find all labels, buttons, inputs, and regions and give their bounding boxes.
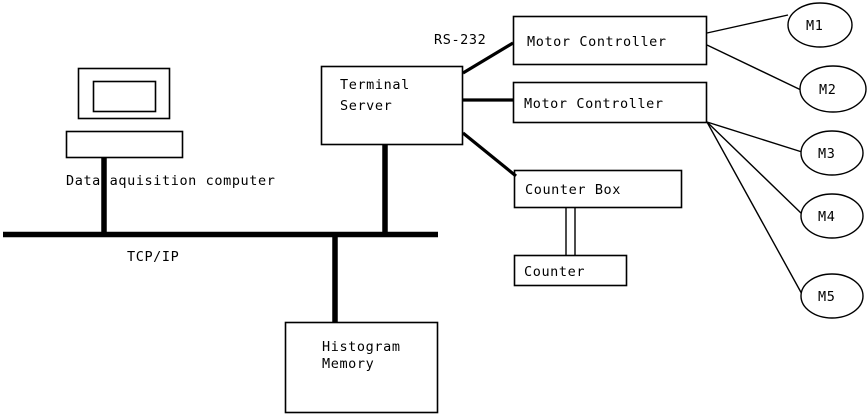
motor-m3-label: M3 [818,146,835,162]
data-acquisition-computer-label: Data aquisition computer [66,173,275,189]
motor-m5-ellipse [800,273,864,319]
computer-chassis [65,130,184,159]
motor-m4-ellipse [800,193,864,239]
motor-controller-2-label: Motor Controller [524,96,664,112]
counter-box-label: Counter Box [525,182,621,198]
mc2-to-m4-link [706,121,804,216]
motor-controller-2-box [512,81,708,124]
terminal-server-label-line2: Server [340,98,392,114]
motor-controller-1-box [512,15,708,66]
counter-box [513,254,628,287]
motor-m1-ellipse [787,2,853,48]
mc2-to-m3-link [706,121,803,153]
terminal-server-label-line1: Terminal [340,77,410,93]
histogram-memory-box [284,321,439,414]
motor-m2-ellipse [799,65,867,113]
histogram-memory-label-line2: Memory [322,356,374,372]
counter-box-box [513,169,683,209]
terminal-server-to-counterbox-link [461,131,518,178]
rs232-link-label: RS-232 [434,32,486,48]
terminal-server-to-mc1-link [462,41,514,75]
mc1-to-m1-link [706,14,789,34]
motor-m4-label: M4 [818,209,835,225]
motor-m1-label: M1 [806,18,823,34]
mc2-to-m5-link [706,121,804,297]
counter-label: Counter [524,264,585,280]
motor-m3-ellipse [800,130,864,176]
motor-controller-1-label: Motor Controller [527,34,667,50]
computer-monitor-screen [92,80,157,113]
mc1-to-m2-link [706,44,802,91]
motor-m5-label: M5 [818,289,835,305]
histogram-memory-label-line1: Histogram [322,339,401,355]
tcpip-bus-label: TCP/IP [127,249,179,265]
terminal-server-box [320,65,464,146]
motor-m2-label: M2 [819,82,836,98]
